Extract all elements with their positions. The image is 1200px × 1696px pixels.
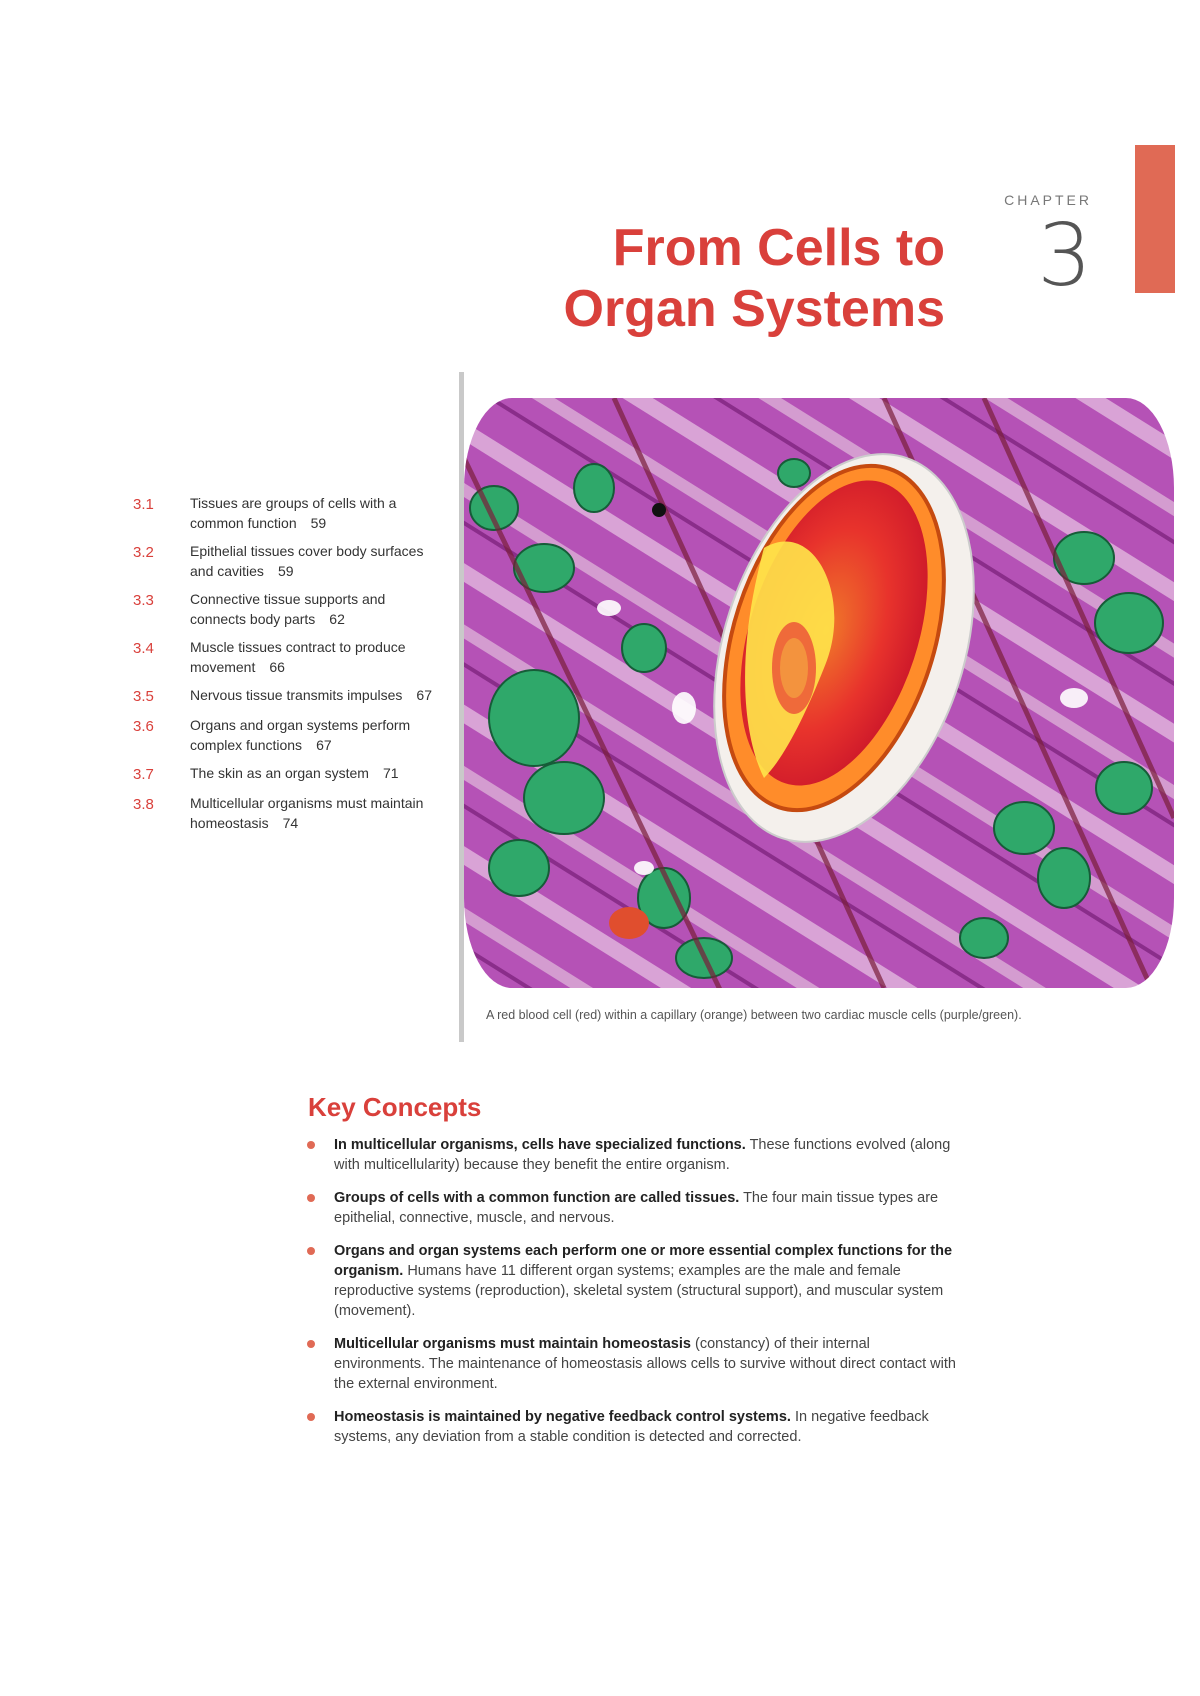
chapter-accent-bar bbox=[1135, 145, 1175, 293]
toc-page: 59 bbox=[310, 514, 327, 531]
key-concepts-title: Key Concepts bbox=[308, 1092, 482, 1122]
chapter-title: From Cells to Organ Systems bbox=[430, 218, 946, 340]
toc-page: 66 bbox=[269, 658, 285, 675]
key-concept-bold: Groups of cells with a common function a… bbox=[334, 1190, 740, 1206]
toc-title: Muscle tissues contract to produce movem… bbox=[190, 639, 406, 675]
table-of-contents: 3.1 Tissues are groups of cells with a co… bbox=[133, 494, 438, 842]
key-concept-item: Organs and organ systems each perform on… bbox=[300, 1241, 960, 1321]
toc-number: 3.2 bbox=[133, 544, 154, 561]
toc-number: 3.3 bbox=[133, 592, 154, 609]
toc-title: Organs and organ systems perform complex… bbox=[190, 717, 411, 753]
toc-number: 3.1 bbox=[133, 496, 154, 513]
toc-page: 67 bbox=[316, 736, 332, 753]
toc-item[interactable]: 3.2 Epithelial tissues cover body surface… bbox=[133, 542, 438, 581]
bullet-icon bbox=[307, 1141, 315, 1149]
bullet-icon bbox=[307, 1413, 315, 1421]
key-concept-bold: Homeostasis is maintained by negative fe… bbox=[334, 1409, 791, 1425]
key-concept-text: Humans have 11 different organ systems; … bbox=[334, 1263, 944, 1319]
chapter-title-line-1: From Cells to bbox=[612, 219, 945, 277]
figure-caption: A red blood cell (red) within a capillar… bbox=[486, 1008, 1022, 1022]
toc-title: Nervous tissue transmits impulses bbox=[190, 687, 403, 703]
bullet-icon bbox=[307, 1194, 315, 1202]
toc-title: Epithelial tissues cover body surfaces a… bbox=[190, 543, 424, 579]
key-concept-bold: Multicellular organisms must maintain ho… bbox=[334, 1336, 691, 1352]
key-concept-item: Groups of cells with a common function a… bbox=[300, 1188, 960, 1228]
key-concept-bold: In multicellular organisms, cells have s… bbox=[334, 1137, 746, 1153]
key-concept-bold: Organs and organ systems each perform on… bbox=[334, 1243, 953, 1279]
toc-number: 3.7 bbox=[133, 766, 154, 783]
toc-page: 59 bbox=[277, 562, 294, 579]
micrograph-figure bbox=[464, 398, 1174, 988]
toc-item[interactable]: 3.8 Multicellular organisms must maintain… bbox=[133, 794, 438, 833]
toc-item[interactable]: 3.3 Connective tissue supports and connec… bbox=[133, 590, 438, 629]
chapter-title-line-2: Organ Systems bbox=[563, 280, 946, 338]
toc-title: The skin as an organ system bbox=[190, 765, 369, 781]
toc-number: 3.5 bbox=[133, 688, 154, 705]
key-concept-text: (constancy) of their internal environmen… bbox=[334, 1336, 956, 1392]
toc-title: Connective tissue supports and connects … bbox=[190, 591, 386, 627]
toc-title: Tissues are groups of cells with a commo… bbox=[190, 495, 397, 531]
toc-number: 3.8 bbox=[133, 796, 154, 813]
toc-item[interactable]: 3.4 Muscle tissues contract to produce mo… bbox=[133, 638, 438, 677]
key-concept-text: In negative feedback systems, any deviat… bbox=[334, 1409, 929, 1445]
key-concept-text: These functions evolved (along with mult… bbox=[334, 1137, 951, 1173]
key-concept-item: Multicellular organisms must maintain ho… bbox=[300, 1334, 960, 1394]
key-concept-text: The four main tissue types are epithelia… bbox=[334, 1190, 939, 1226]
bullet-icon bbox=[307, 1247, 315, 1255]
toc-title: Multicellular organisms must maintain ho… bbox=[190, 795, 424, 831]
toc-page: 71 bbox=[382, 765, 399, 781]
toc-number: 3.4 bbox=[133, 640, 154, 657]
toc-item[interactable]: 3.1 Tissues are groups of cells with a co… bbox=[133, 494, 438, 533]
toc-number: 3.6 bbox=[133, 718, 154, 735]
key-concept-item: Homeostasis is maintained by negative fe… bbox=[300, 1407, 960, 1447]
vertical-divider bbox=[459, 372, 464, 1042]
chapter-number: 3 bbox=[1037, 206, 1092, 306]
toc-page: 67 bbox=[416, 687, 432, 703]
toc-item[interactable]: 3.5 Nervous tissue transmits impulses 67 bbox=[133, 686, 438, 707]
chapter-label: CHAPTER bbox=[1004, 192, 1092, 208]
micrograph-illustration bbox=[464, 398, 1174, 988]
bullet-icon bbox=[307, 1340, 315, 1348]
toc-item[interactable]: 3.7 The skin as an organ system 71 bbox=[133, 764, 438, 785]
key-concept-item: In multicellular organisms, cells have s… bbox=[300, 1135, 960, 1175]
toc-item[interactable]: 3.6 Organs and organ systems perform comp… bbox=[133, 716, 438, 755]
toc-page: 74 bbox=[282, 814, 299, 831]
toc-page: 62 bbox=[329, 610, 345, 627]
key-concepts-list: In multicellular organisms, cells have s… bbox=[300, 1135, 960, 1460]
